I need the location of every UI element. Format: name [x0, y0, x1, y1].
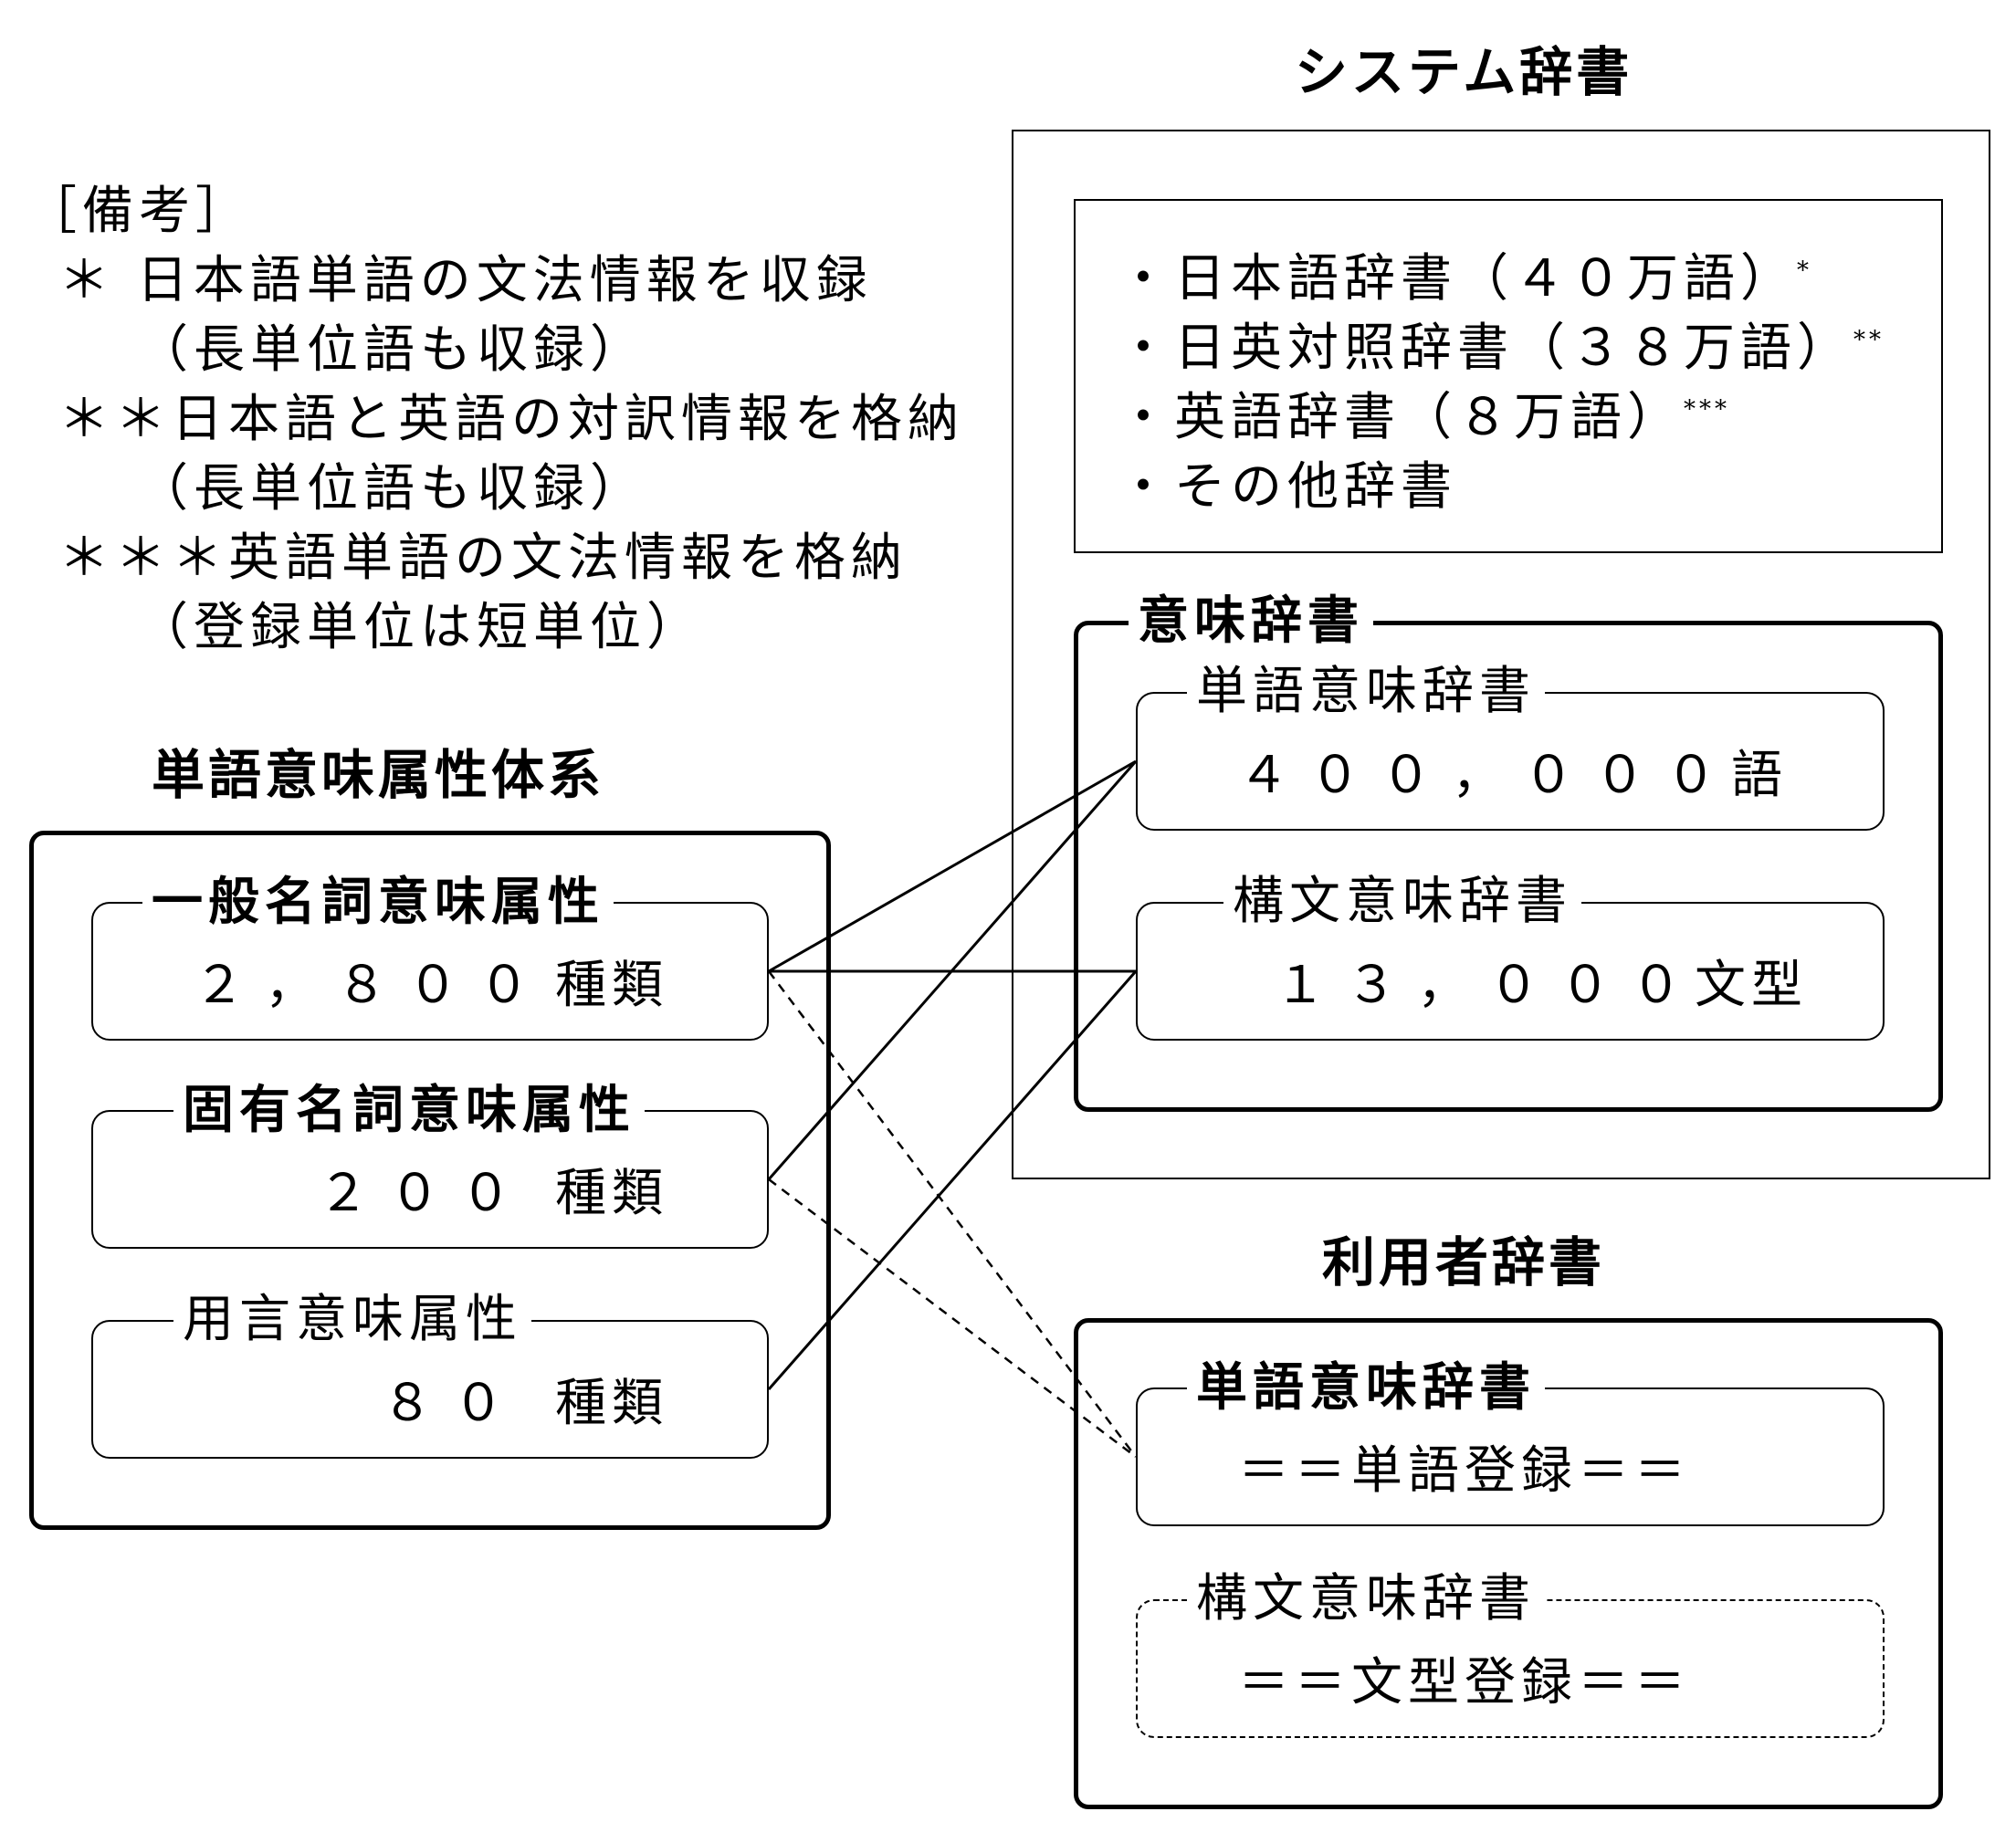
note-line: （登録単位は短単位） — [137, 598, 703, 657]
general-noun-unit: 種類 — [555, 956, 668, 1015]
predicate-count: ８０ — [382, 1374, 524, 1433]
note-line: （長単位語も収録） — [137, 320, 646, 380]
proper-noun-attribute-title: 固有名詞意味属性 — [173, 1084, 645, 1136]
dictionary-list-box: ・日本語辞書（４０万語）* ・日英対照辞書（３８万語）** ・英語辞書（８万語）… — [1074, 199, 1943, 553]
general-noun-attribute-title: 一般名詞意味属性 — [142, 876, 614, 927]
dictionary-list-item: ・日本語辞書（４０万語）* — [1118, 249, 1812, 309]
system-dictionary-frame — [1012, 130, 1990, 1179]
attribute-system-title: 単語意味属性体系 — [152, 744, 605, 806]
notes-heading: ［備考］ — [26, 182, 252, 241]
construction-semantic-dictionary-title: 構文意味辞書 — [1223, 876, 1581, 927]
word-semantic-dictionary-box: ４００，０００ 語 — [1136, 692, 1885, 831]
pattern-count-value: １３，０００ — [1275, 956, 1702, 1015]
predicate-unit: 種類 — [555, 1374, 668, 1433]
word-semantic-dictionary-title: 単語意味辞書 — [1187, 666, 1545, 717]
predicate-attribute-title: 用言意味属性 — [173, 1294, 531, 1346]
pattern-registration-label: ＝＝文型登録＝＝ — [1238, 1653, 1691, 1712]
system-dictionary-title: システム辞書 — [1295, 41, 1633, 103]
word-count-unit: 語 — [1731, 746, 1788, 805]
link-general-to-word-semantic — [768, 759, 1137, 973]
general-noun-count: ２，８００ — [194, 956, 550, 1015]
dictionary-list-item: ・英語辞書（８万語）*** — [1118, 388, 1730, 447]
note-line: ＊＊日本語と英語の対訳情報を格納 — [58, 390, 964, 449]
word-registration-label: ＝＝単語登録＝＝ — [1238, 1441, 1691, 1501]
attribute-system-box — [29, 831, 831, 1530]
link-proper-to-word-semantic — [767, 760, 1138, 1180]
word-count-value: ４００，０００ — [1238, 746, 1737, 805]
dictionary-list-item: ・その他辞書 — [1118, 457, 1457, 517]
link-general-to-user-word — [768, 970, 1137, 1458]
user-dictionary-box — [1074, 1318, 1943, 1809]
note-line: （長単位語も収録） — [137, 459, 646, 518]
general-noun-attribute-box: ２，８００ 種類 — [91, 902, 769, 1041]
semantic-dictionary-title: 意味辞書 — [1129, 595, 1373, 646]
user-construction-dictionary-title: 構文意味辞書 — [1187, 1574, 1545, 1625]
note-line: ＊＊＊英語単語の文法情報を格納 — [58, 529, 908, 588]
dictionary-list-item: ・日英対照辞書（３８万語）** — [1118, 319, 1885, 378]
proper-noun-count: ２００ — [318, 1164, 531, 1223]
link-proper-to-user-word — [768, 1178, 1137, 1458]
pattern-count-unit: 文型 — [1695, 956, 1808, 1015]
semantic-dictionary-box — [1074, 621, 1943, 1112]
proper-noun-unit: 種類 — [555, 1164, 668, 1223]
user-word-dictionary-title: 単語意味辞書 — [1187, 1362, 1545, 1413]
user-dictionary-title: 利用者辞書 — [1322, 1231, 1606, 1293]
link-predicate-to-construction-semantic — [767, 970, 1138, 1390]
note-line: ＊ 日本語単語の文法情報を収録 — [58, 251, 873, 310]
